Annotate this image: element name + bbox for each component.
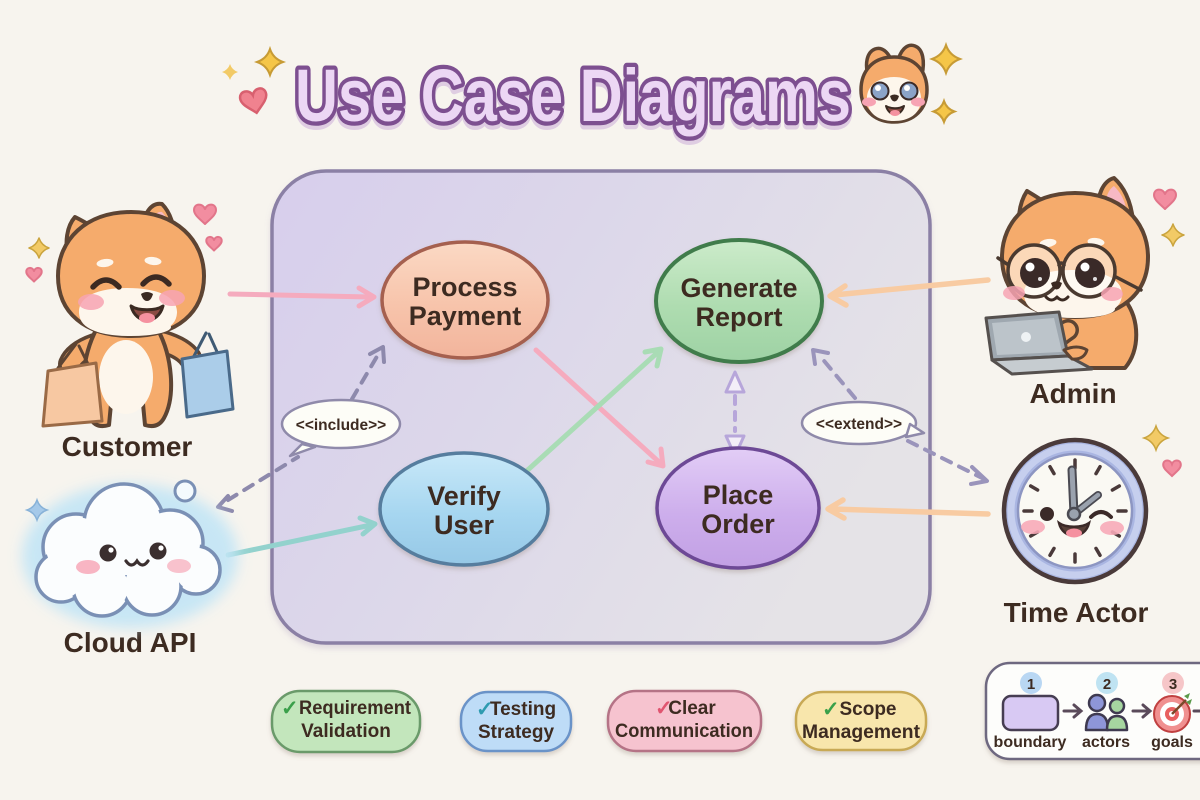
svg-text:Strategy: Strategy (478, 722, 554, 743)
svg-text:Use Case Diagrams: Use Case Diagrams (295, 54, 851, 137)
svg-text:2: 2 (1103, 676, 1111, 693)
svg-text:Cloud API: Cloud API (64, 627, 197, 658)
svg-text:Order: Order (701, 509, 775, 539)
svg-text:<<include>>: <<include>> (296, 417, 386, 434)
svg-text:Place: Place (703, 480, 774, 510)
svg-text:Customer: Customer (62, 431, 193, 462)
svg-text:<<extend>>: <<extend>> (816, 416, 902, 433)
svg-text:boundary: boundary (994, 734, 1067, 751)
svg-text:Verify: Verify (427, 481, 501, 511)
svg-text:goals: goals (1151, 734, 1193, 751)
svg-text:✓: ✓ (281, 697, 299, 720)
svg-text:Clear: Clear (668, 698, 716, 719)
svg-text:1: 1 (1027, 676, 1035, 693)
svg-text:Management: Management (802, 722, 921, 743)
svg-text:✓: ✓ (822, 698, 840, 721)
svg-text:Requirement: Requirement (299, 698, 412, 719)
svg-text:User: User (434, 510, 495, 540)
svg-text:3: 3 (1169, 676, 1177, 693)
svg-text:Time Actor: Time Actor (1004, 597, 1149, 628)
svg-text:Admin: Admin (1029, 378, 1116, 409)
svg-text:Report: Report (696, 302, 783, 332)
svg-text:Process: Process (412, 272, 517, 302)
svg-text:✓: ✓ (655, 697, 673, 720)
svg-text:Communication: Communication (615, 721, 753, 742)
svg-text:Validation: Validation (301, 721, 391, 742)
svg-text:actors: actors (1082, 734, 1130, 751)
svg-text:✓: ✓ (476, 698, 494, 721)
svg-text:Testing: Testing (490, 699, 556, 720)
svg-text:Scope: Scope (839, 699, 896, 720)
svg-text:Payment: Payment (409, 301, 522, 331)
svg-text:Generate: Generate (680, 273, 797, 303)
svg-text:Use Case Diagrams: Use Case Diagrams (295, 58, 851, 141)
